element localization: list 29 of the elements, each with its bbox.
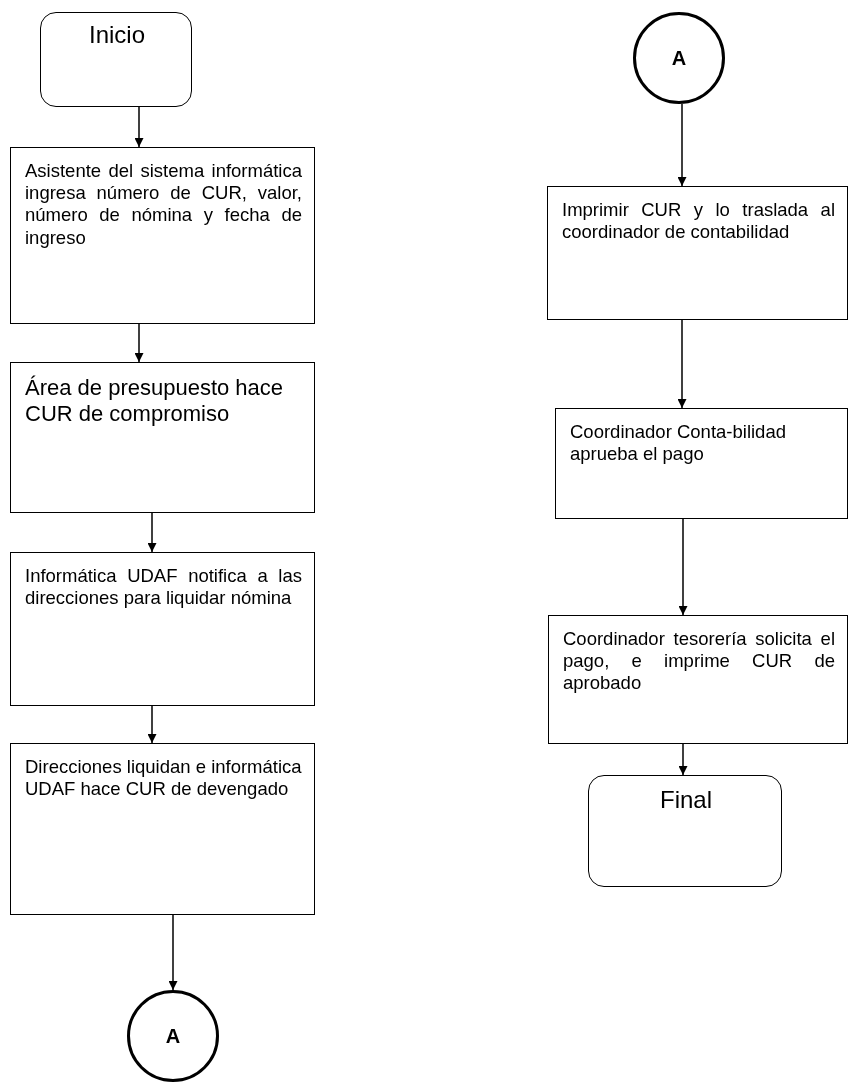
node-text: Informática UDAF notifica a las direcciones para liquidar nómina	[25, 565, 302, 610]
node-text: Coordinador tesorería solicita el pago, e imprime CUR de aprobado	[563, 628, 835, 695]
arrow	[147, 705, 157, 744]
node-text: Coordinador Conta-bilidad aprueba el pago	[570, 421, 787, 466]
node-text: Asistente del sistema informática ingresa número de CUR, valor, número de nómina y fecha de ingreso	[25, 160, 302, 249]
node-text: A	[671, 46, 687, 70]
arrow	[147, 512, 157, 553]
node-text: A	[165, 1024, 181, 1048]
node-text: Imprimir CUR y lo traslada al coordinador de contabilidad	[562, 199, 835, 244]
terminal-box	[40, 12, 192, 107]
process-box	[548, 615, 848, 744]
process-box	[547, 186, 848, 320]
node-text: Inicio	[88, 21, 146, 50]
process-box	[555, 408, 848, 519]
process-box	[10, 362, 315, 513]
terminal-box	[588, 775, 782, 887]
arrow	[677, 319, 687, 409]
arrow	[677, 103, 687, 187]
arrow	[678, 743, 688, 776]
node-text: Área de presupuesto hace CUR de compromiso	[25, 375, 285, 428]
arrow	[134, 106, 144, 148]
process-box	[10, 743, 315, 915]
process-box	[10, 552, 315, 706]
arrow	[168, 914, 178, 991]
node-text: Direcciones liquidan e informática UDAF hace CUR de devengado	[25, 756, 302, 801]
arrow	[134, 323, 144, 363]
arrow	[678, 518, 688, 616]
node-text: Final	[659, 786, 713, 815]
process-box	[10, 147, 315, 324]
